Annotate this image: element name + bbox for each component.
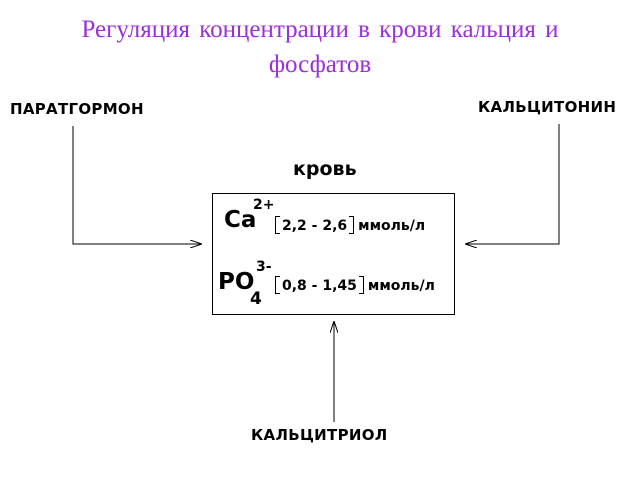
- parathormone-arrow: [72, 126, 201, 244]
- title-line-1: Регуляция концентрации в крови кальция и: [81, 16, 559, 43]
- phosphate-symbol: PO: [218, 269, 255, 295]
- blood-label: кровь: [293, 158, 357, 180]
- calcitriol-label: КАЛЬЦИТРИОЛ: [251, 426, 388, 444]
- phosphate-unit: ммоль/л: [367, 278, 435, 294]
- calcium-unit: ммоль/л: [358, 218, 426, 234]
- calcium-range: 2,2 - 2,6: [282, 218, 348, 234]
- calcium-charge: 2+: [253, 197, 275, 213]
- phosphate-bracket-left: [275, 276, 280, 294]
- phosphate-range-row: 0,8 - 1,45 ммоль/л: [275, 276, 435, 294]
- calcium-symbol: Ca: [224, 207, 257, 233]
- blood-box: [212, 193, 455, 315]
- calcium-range-row: 2,2 - 2,6 ммоль/л: [275, 216, 425, 234]
- title-line-2: фосфатов: [268, 51, 372, 78]
- calcium-bracket-right: [349, 216, 355, 234]
- diagram-title: Регуляция концентрации в крови кальция и…: [40, 12, 600, 82]
- phosphate-subscript: 4: [250, 289, 262, 309]
- calcitonin-label: КАЛЬЦИТОНИН: [478, 98, 617, 116]
- phosphate-bracket-right: [358, 276, 364, 294]
- phosphate-charge: 3-: [256, 259, 272, 275]
- phosphate-range: 0,8 - 1,45: [282, 278, 357, 294]
- calcitonin-arrow: [466, 124, 560, 244]
- parathormone-label: ПАРАТГОРМОН: [10, 100, 144, 118]
- calcium-bracket-left: [275, 216, 280, 234]
